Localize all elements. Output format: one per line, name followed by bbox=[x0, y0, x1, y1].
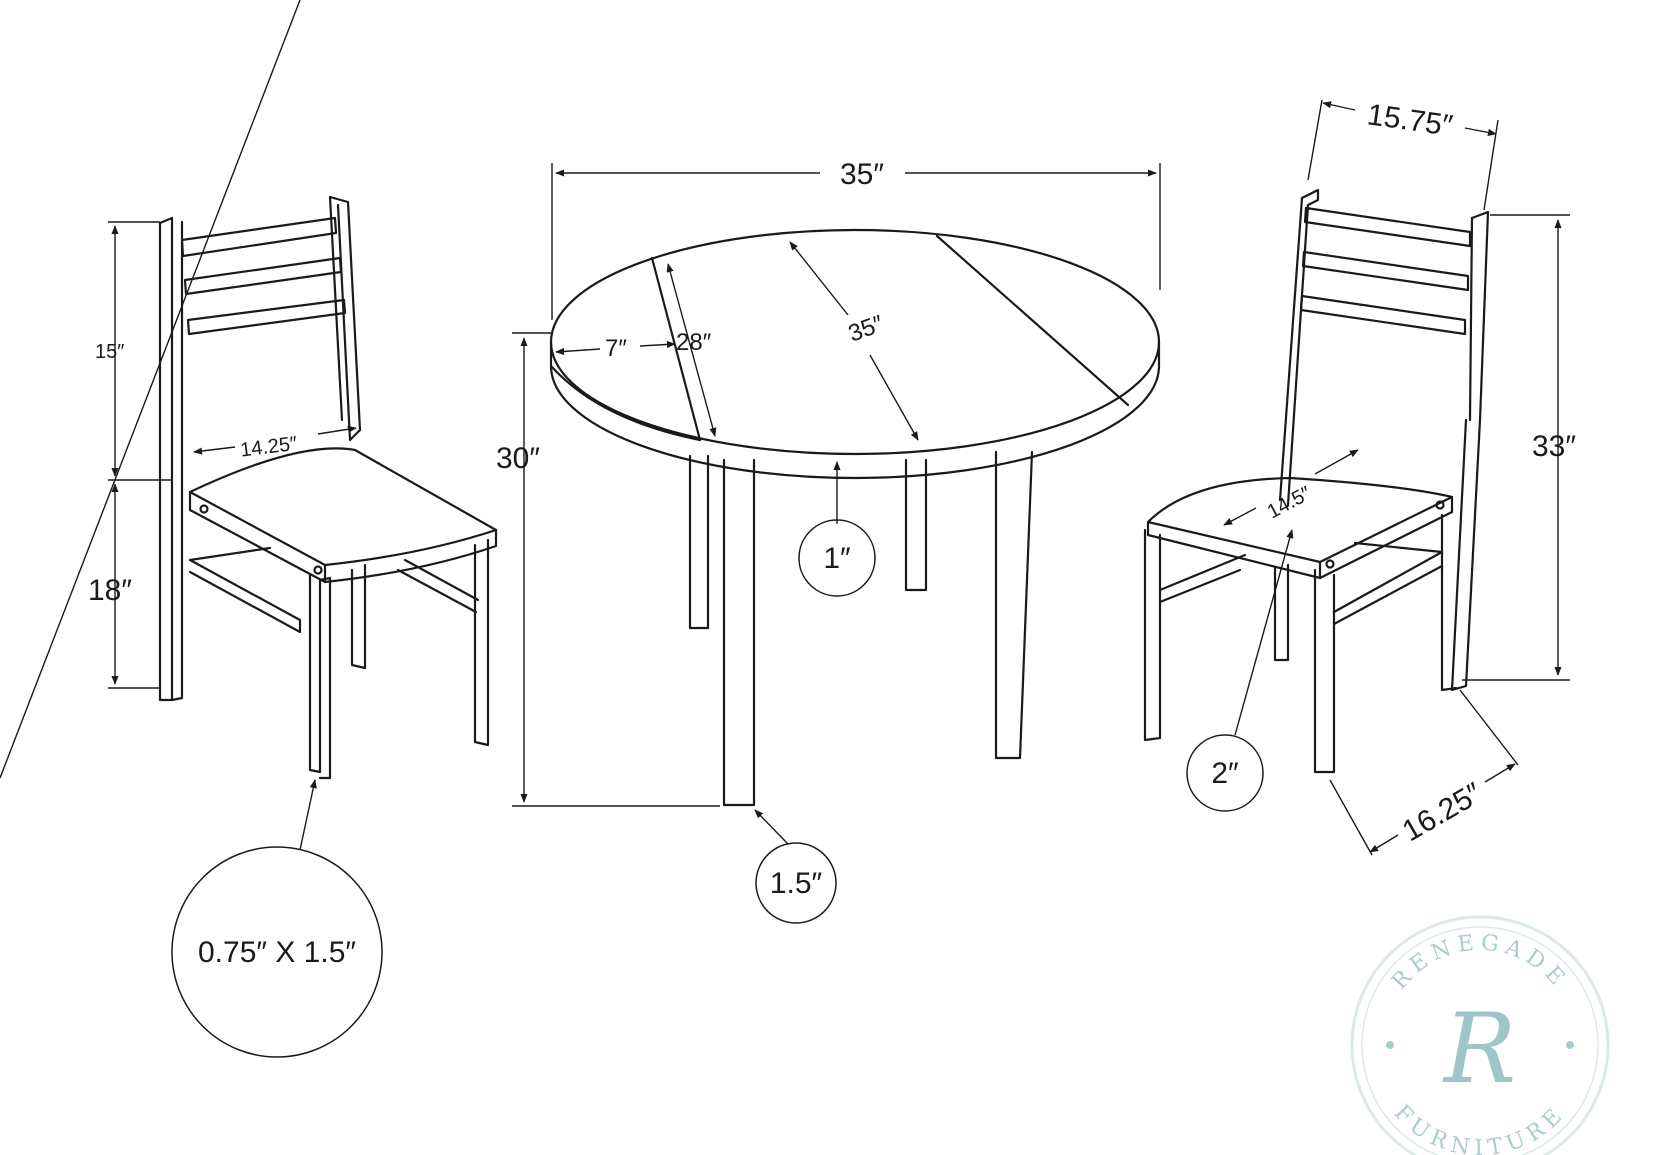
chair-leg-callout-circle bbox=[171, 846, 383, 1058]
left-chair-back-height-label: 15″ bbox=[95, 341, 124, 363]
leaf-width-label: 7″ bbox=[605, 335, 627, 362]
table-width-label: 35″ bbox=[840, 158, 884, 191]
right-chair-leg-callout-circle bbox=[1186, 734, 1264, 812]
watermark-top-text: RENEGADE bbox=[1387, 930, 1573, 994]
left-chair-seat-height-label: 18″ bbox=[88, 574, 132, 607]
right-chair-leg-label: 2″ bbox=[1211, 757, 1239, 790]
table-leg-callout-circle bbox=[755, 842, 837, 924]
top-thickness-label: 1″ bbox=[823, 542, 851, 575]
right-chair-height-label: 33″ bbox=[1532, 430, 1576, 463]
table-height-label: 30″ bbox=[496, 442, 540, 475]
right-chair-width-label: 15.75″ bbox=[1365, 98, 1455, 143]
table-diameter-label: 35″ bbox=[845, 310, 888, 348]
table-leg-label: 1.5″ bbox=[770, 867, 823, 900]
table: 35″ 28″ 7″ 35″ 30″ 1″ 1.5″ bbox=[496, 158, 1161, 924]
watermark-monogram: R bbox=[1442, 993, 1516, 1105]
watermark-bottom-text: FURNITURE bbox=[1389, 1100, 1571, 1155]
leaf-drop-label: 28″ bbox=[676, 329, 712, 356]
left-chair: 15″ 18″ 14.25″ 0.75″ X 1.5″ bbox=[0, 0, 498, 1058]
left-chair-seat-width-label: 14.25″ bbox=[239, 433, 298, 462]
right-chair-depth-label: 16.25″ bbox=[1397, 777, 1488, 849]
chair-leg-profile-label: 0.75″ X 1.5″ bbox=[198, 936, 356, 969]
top-thickness-callout-circle bbox=[798, 519, 876, 597]
renegade-furniture-watermark: RENEGADE FURNITURE R bbox=[1350, 915, 1610, 1155]
right-chair: 15.75″ 33″ 14.5″ 2″ 16.25″ bbox=[1143, 98, 1576, 856]
